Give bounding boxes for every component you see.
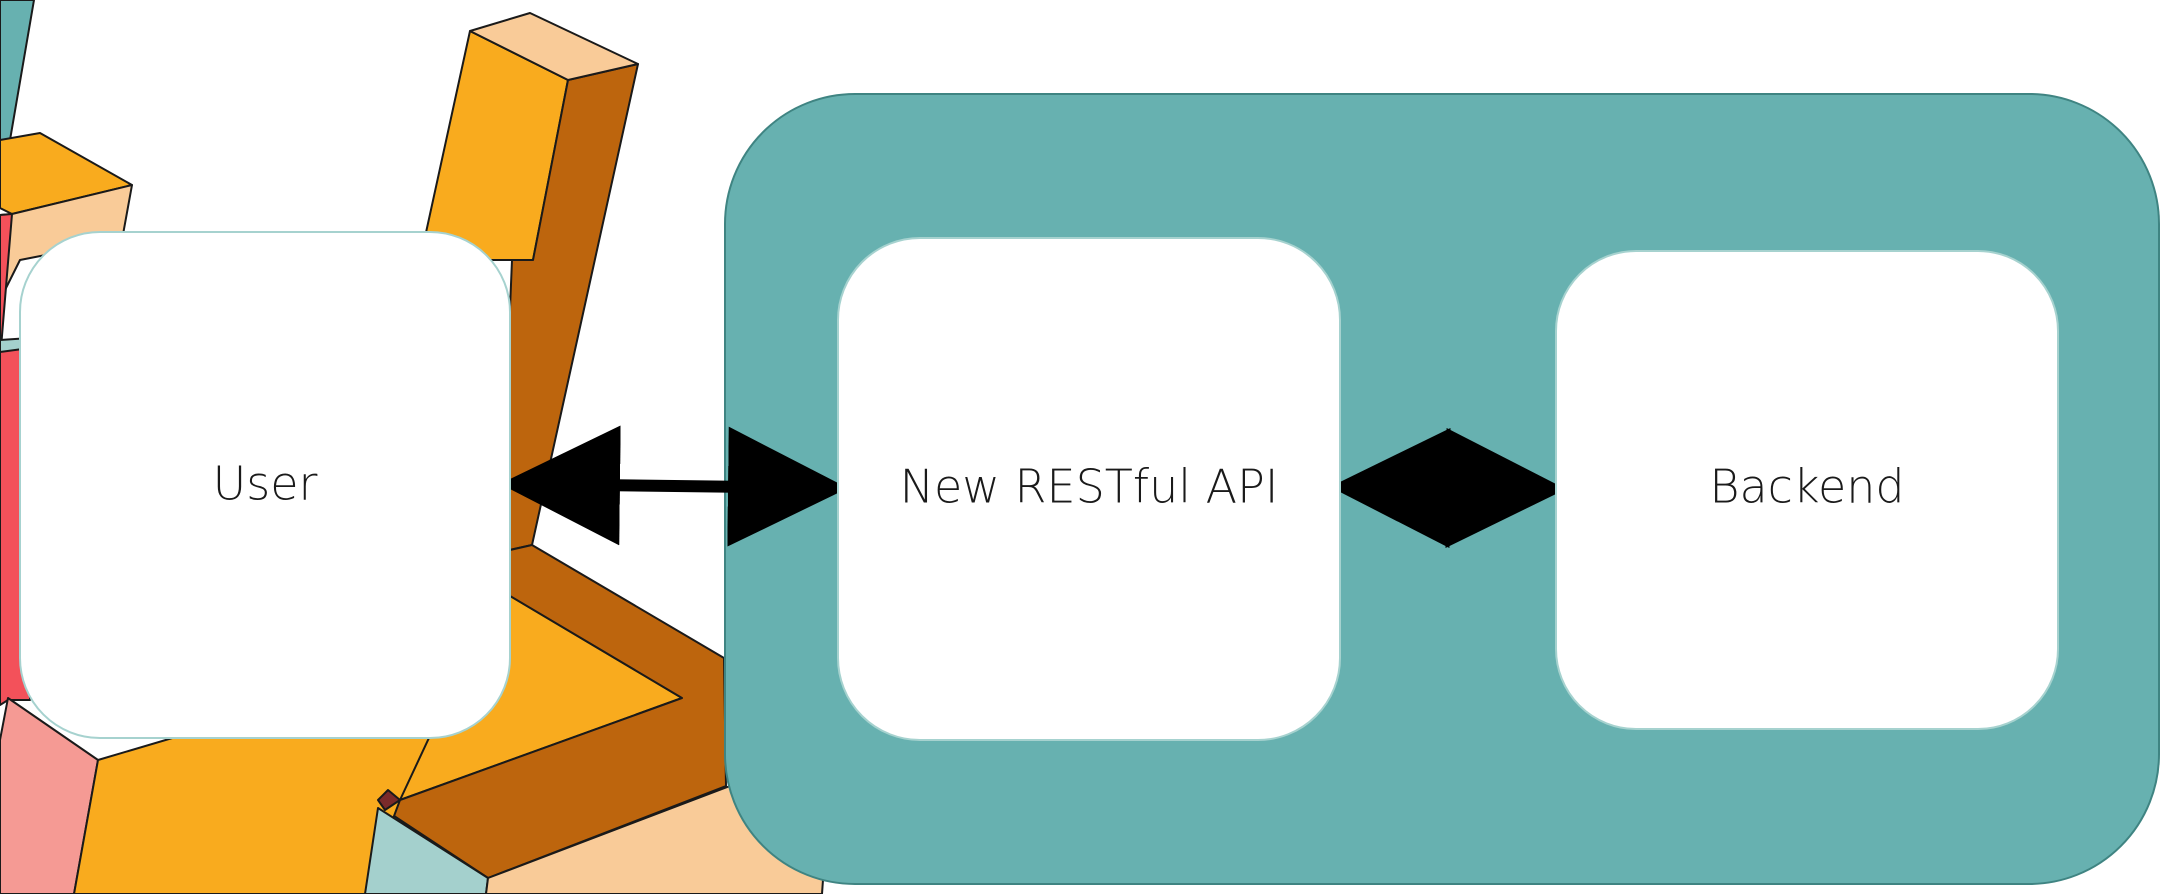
red-block-face [0,213,13,361]
teal-block [0,0,35,143]
light-teal-block [364,807,489,894]
pink-block [0,697,99,894]
arrow-api-backend [1330,427,1566,549]
node-api-box [837,237,1341,741]
node-user-box [19,231,511,739]
node-user[interactable]: User [19,231,511,739]
node-backend[interactable]: Backend [1555,250,2059,730]
connections [500,425,1566,549]
arrow-user-api [500,425,848,547]
node-api-label: New RESTful API [900,460,1279,514]
node-backend-box [1555,250,2059,730]
node-backend-label: Backend [1709,460,1904,514]
maroon-accent [377,789,401,811]
node-user-label: User [213,457,318,511]
node-api[interactable]: New RESTful API [837,237,1341,741]
orange-pillar-top [469,12,639,81]
